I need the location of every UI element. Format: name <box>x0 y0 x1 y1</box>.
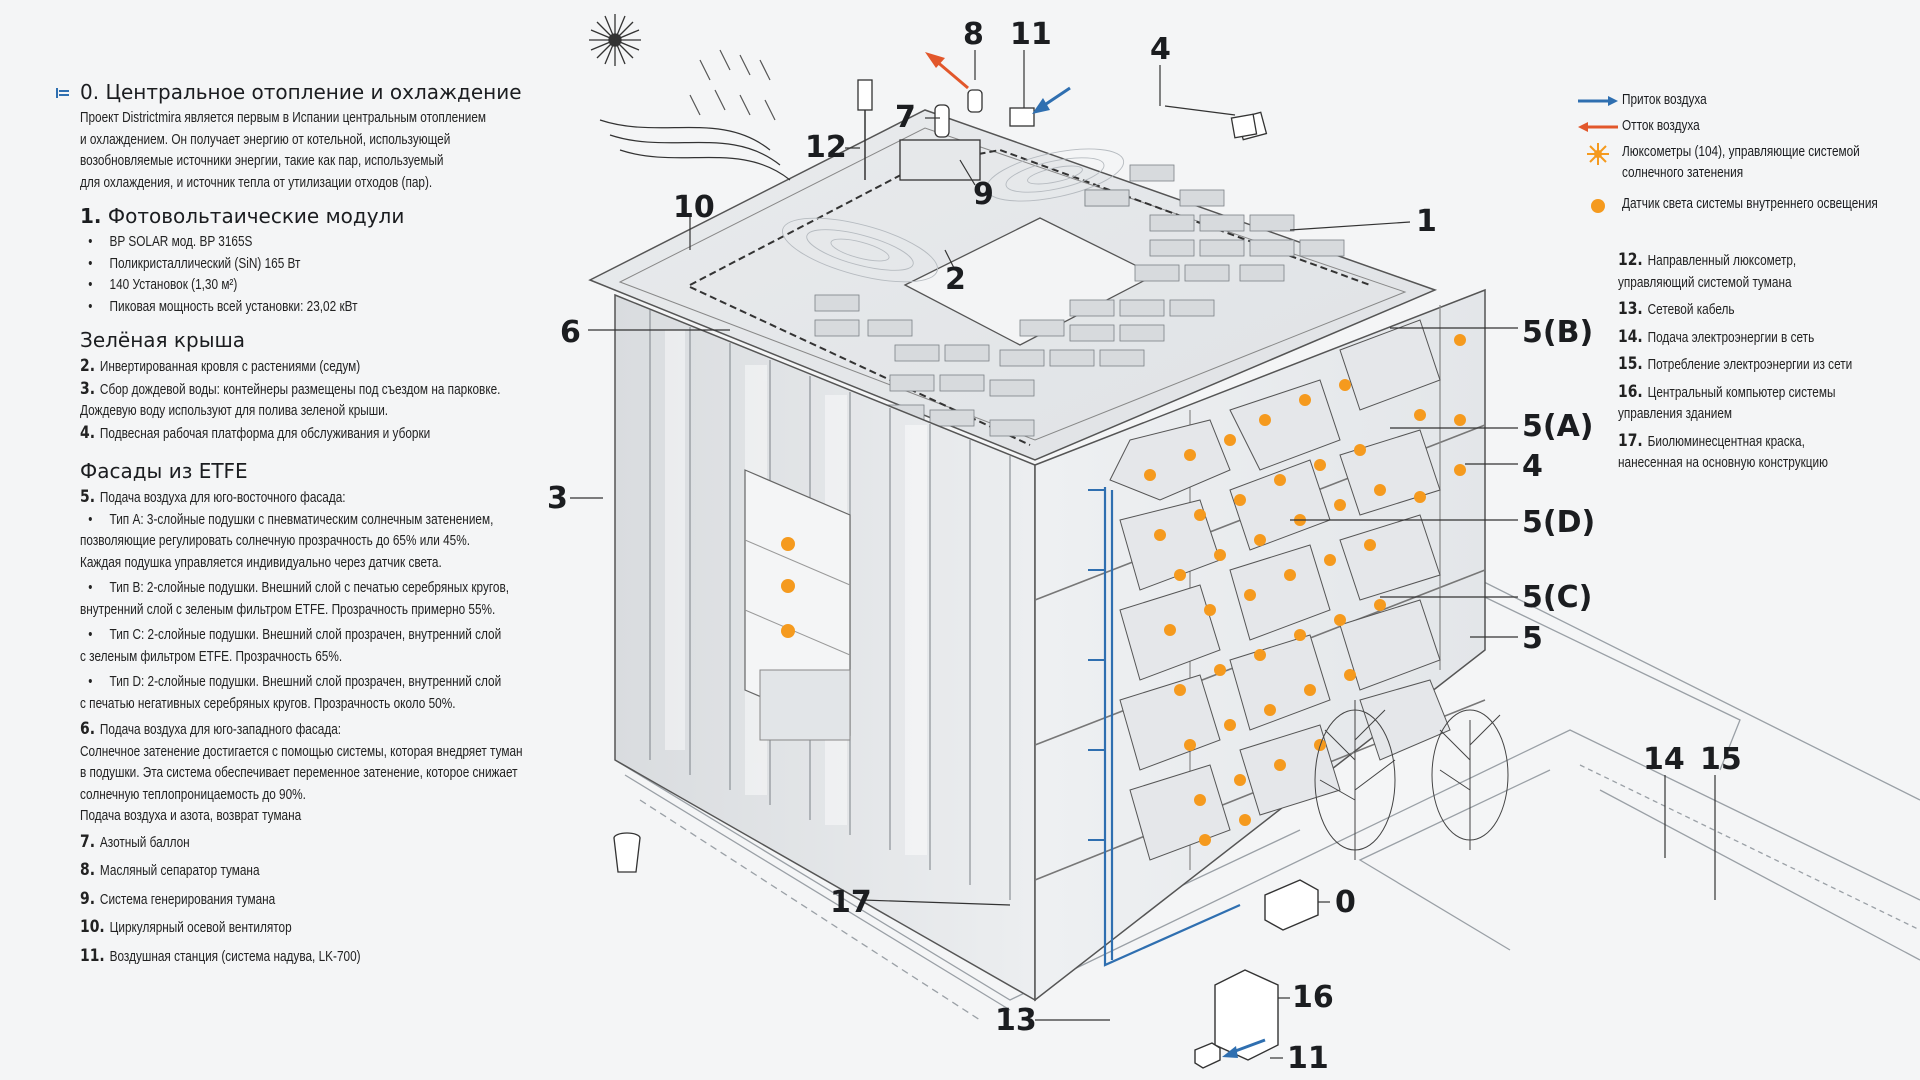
interior-light-sensors <box>781 537 795 638</box>
ground-equipment <box>1194 879 1319 1069</box>
leader-lines <box>570 50 1716 1059</box>
list-marker-icon <box>56 88 69 98</box>
rainwater-container-icon <box>613 832 641 873</box>
callout-3: 3 <box>547 481 568 516</box>
pv-modules <box>814 164 1345 437</box>
orange-dot-icon <box>1591 199 1605 213</box>
callout-8: 8 <box>963 17 984 52</box>
legend-inflow: Приток воздуха <box>1578 88 1908 114</box>
roof-platform <box>1164 105 1258 139</box>
callout-12: 12 <box>805 130 847 165</box>
etfe-list: 5.Подача воздуха для юго-восточного фаса… <box>80 487 572 968</box>
tree-icons <box>1314 700 1509 860</box>
symbol-legend: Приток воздуха Отток воздуха Люксометры … <box>1578 88 1908 218</box>
callout-16: 16 <box>1292 980 1334 1015</box>
callout-2: 2 <box>945 262 966 297</box>
orange-arrow-icon <box>1578 122 1618 132</box>
central-heating-description: Проект Districtmira является первым в Ис… <box>80 110 487 191</box>
callout-5a: 5(A) <box>1522 409 1594 444</box>
etfe-cushions <box>1109 319 1451 861</box>
callout-5b: 5(B) <box>1522 315 1594 350</box>
callout-17: 17 <box>830 885 872 920</box>
legend-text-panel: 0. Центральное отопление и охлаждение Пр… <box>56 80 580 968</box>
sun-icon <box>589 14 641 66</box>
callout-4-facade: 4 <box>1522 449 1543 484</box>
section-title-central-heating: 0. Центральное отопление и охлаждение <box>80 80 522 104</box>
callout-11-roof: 11 <box>1010 17 1052 52</box>
orange-starburst-icon <box>1587 143 1609 165</box>
outflow-arrow-roof <box>925 52 969 90</box>
wind-lines <box>599 119 791 181</box>
callout-13: 13 <box>995 1003 1037 1038</box>
callout-11-ground: 11 <box>1287 1041 1329 1076</box>
blue-arrow-icon <box>1578 96 1618 106</box>
callout-9: 9 <box>973 177 994 212</box>
callout-5: 5 <box>1522 621 1543 656</box>
inflow-arrow-roof <box>1032 86 1071 114</box>
right-list-items: 12.Направленный люксометр, управляющий с… <box>1618 250 1853 471</box>
callout-1: 1 <box>1416 204 1437 239</box>
green-roof-list: 2.Инвертированная кровля с растениями (с… <box>80 356 501 443</box>
legend-light-sensor: Датчик света системы внутреннего освещен… <box>1578 192 1908 218</box>
callout-14: 14 <box>1643 742 1685 777</box>
legend-outflow: Отток воздуха <box>1578 114 1908 140</box>
section-title-pv-modules: 1. Фотовольтаические модули <box>80 204 405 228</box>
rain-lines <box>689 49 776 121</box>
callout-7: 7 <box>895 100 916 135</box>
callout-10: 10 <box>673 190 715 225</box>
inflow-arrow-ground <box>1222 1038 1266 1058</box>
right-numbered-list: 12.Направленный люксометр, управляющий с… <box>1618 250 1918 475</box>
callout-5c: 5(C) <box>1522 580 1593 615</box>
pv-spec-list: BP SOLAR мод. BP 3165S Поликристаллическ… <box>80 232 572 318</box>
callout-6: 6 <box>560 315 581 350</box>
callout-4-roof: 4 <box>1150 32 1171 67</box>
callout-15: 15 <box>1700 742 1742 777</box>
callout-0: 0 <box>1335 885 1356 920</box>
section-title-etfe: Фасады из ETFE <box>80 459 248 483</box>
pipe-brackets <box>1088 489 1104 841</box>
southwest-facade <box>614 293 1036 1002</box>
section-title-green-roof: Зелёная крыша <box>80 328 246 352</box>
network-cable <box>1103 487 1241 967</box>
callout-5d: 5(D) <box>1522 505 1596 540</box>
